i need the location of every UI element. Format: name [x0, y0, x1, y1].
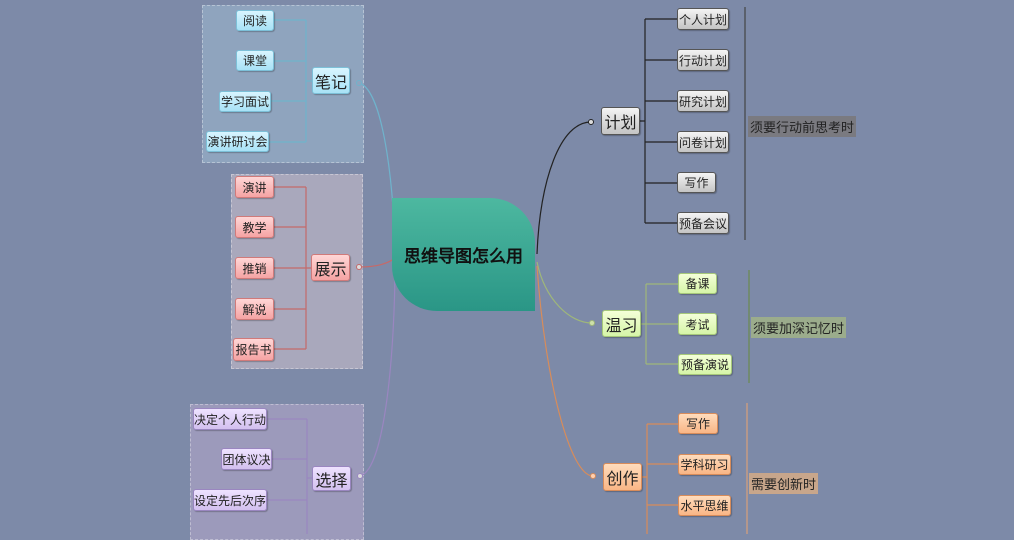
summary-label[interactable]: 须要加深记忆时 [751, 317, 847, 338]
subtopic[interactable]: 演讲 [235, 176, 274, 198]
topic-create[interactable]: 创作 [603, 463, 642, 491]
subtopic[interactable]: 水平思维 [678, 495, 731, 516]
topic-display[interactable]: 展示 [311, 254, 350, 281]
subtopic[interactable]: 预备会议 [677, 212, 729, 234]
subtopic[interactable]: 报告书 [233, 338, 274, 361]
central-topic-label: 思维导图怎么用 [404, 247, 523, 267]
subtopic[interactable]: 行动计划 [677, 49, 729, 71]
subtopic[interactable]: 学科研习 [678, 454, 731, 475]
subtopic[interactable]: 备课 [678, 273, 717, 294]
subtopic[interactable]: 问卷计划 [677, 131, 729, 153]
subtopic[interactable]: 决定个人行动 [193, 408, 267, 430]
subtopic[interactable]: 团体议决 [221, 448, 272, 470]
central-topic[interactable]: 思维导图怎么用 [392, 198, 535, 311]
summary-label[interactable]: 需要创新时 [749, 473, 819, 494]
summary-label[interactable]: 须要行动前思考时 [748, 116, 857, 137]
subtopic[interactable]: 研究计划 [677, 90, 729, 112]
topic-choice[interactable]: 选择 [312, 466, 351, 491]
subtopic[interactable]: 教学 [235, 216, 274, 238]
topic-notes[interactable]: 笔记 [312, 67, 350, 94]
subtopic[interactable]: 阅读 [236, 10, 274, 31]
subtopic[interactable]: 推销 [235, 257, 274, 279]
subtopic[interactable]: 学习面试 [219, 91, 271, 112]
subtopic[interactable]: 设定先后次序 [193, 489, 267, 511]
subtopic[interactable]: 演讲研讨会 [206, 131, 269, 152]
subtopic[interactable]: 写作 [678, 413, 718, 434]
subtopic[interactable]: 课堂 [236, 50, 274, 71]
topic-review[interactable]: 温习 [602, 310, 641, 337]
topic-plan[interactable]: 计划 [601, 107, 640, 135]
subtopic[interactable]: 个人计划 [677, 8, 729, 30]
subtopic[interactable]: 解说 [235, 298, 274, 320]
subtopic[interactable]: 考试 [678, 313, 717, 335]
subtopic[interactable]: 写作 [677, 172, 716, 193]
subtopic[interactable]: 预备演说 [678, 354, 732, 375]
